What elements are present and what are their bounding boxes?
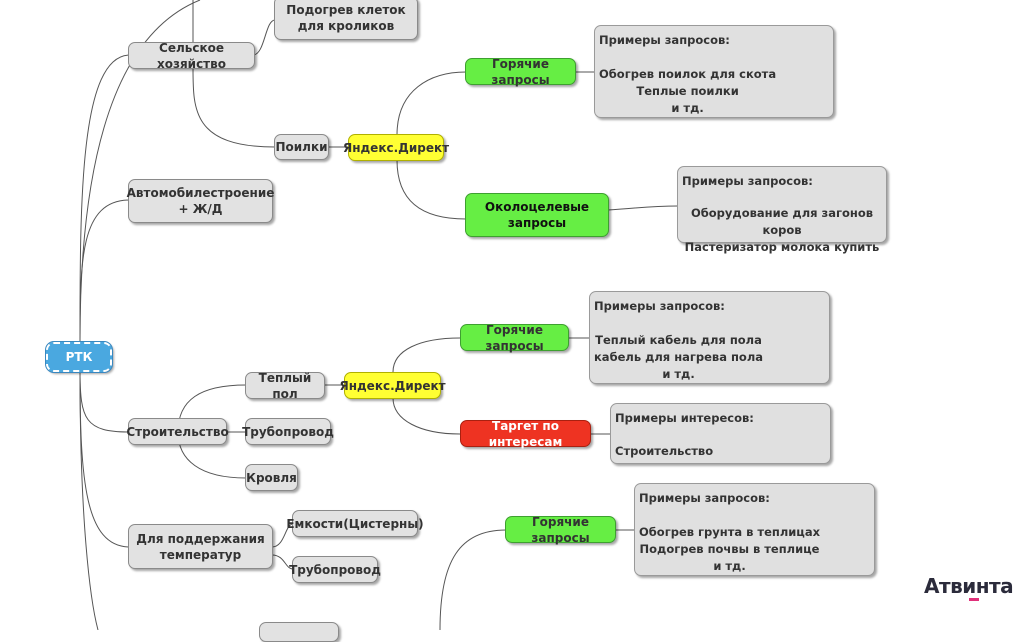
- root-node[interactable]: РТК: [45, 341, 113, 373]
- atvinta-logo: Атвинта: [924, 574, 1036, 601]
- examples-box-2-body: Оборудование для загонов коров Пастериза…: [684, 206, 880, 254]
- yandex-direct-node-1[interactable]: Яндекс.Директ: [343, 134, 449, 161]
- branch-temperature[interactable]: Для поддержания температур: [128, 524, 273, 569]
- examples-box-1-body: Обогрев поилок для скота Теплые поилки и…: [599, 67, 777, 115]
- examples-box-1: Примеры запросов: Обогрев поилок для ско…: [594, 25, 834, 118]
- branch-auto-rail[interactable]: Автомобилестроение + Ж/Д: [127, 179, 274, 223]
- target-interests-node[interactable]: Таргет по интересам: [460, 419, 591, 449]
- examples-box-5-body: Обогрев грунта в теплицах Подогрев почвы…: [639, 525, 821, 573]
- near-target-queries-node[interactable]: Околоцелевые запросы: [465, 193, 609, 237]
- examples-box-4: Примеры интересов: Строительство: [610, 403, 831, 464]
- hot-queries-node-3[interactable]: Горячие запросы: [505, 515, 616, 545]
- branch-tanks[interactable]: Емкости(Цистерны): [286, 510, 424, 537]
- branch-pipeline-1[interactable]: Трубопровод: [242, 418, 334, 445]
- examples-box-4-title: Примеры интересов:: [615, 411, 754, 425]
- branch-agriculture[interactable]: Сельское хозяйство: [128, 41, 255, 71]
- examples-box-5-title: Примеры запросов:: [639, 491, 770, 505]
- logo-accent-bar: [969, 598, 979, 601]
- branch-warm-floor[interactable]: Теплый пол: [245, 371, 325, 401]
- examples-box-1-title: Примеры запросов:: [599, 33, 730, 47]
- examples-box-3: Примеры запросов: Теплый кабель для пола…: [589, 291, 830, 384]
- hot-queries-node-1[interactable]: Горячие запросы: [465, 57, 576, 87]
- examples-box-2-title: Примеры запросов:: [682, 174, 813, 188]
- examples-box-4-body: Строительство: [615, 444, 714, 458]
- examples-box-3-body: Теплый кабель для пола кабель для нагрев…: [594, 333, 764, 381]
- partial-node-bottom: [259, 622, 339, 642]
- branch-rabbit-heating[interactable]: Подогрев клеток для кроликов: [274, 0, 418, 40]
- examples-box-2: Примеры запросов: Оборудование для загон…: [677, 166, 887, 254]
- branch-drinkers[interactable]: Поилки: [274, 134, 329, 160]
- branch-pipeline-2[interactable]: Трубопровод: [289, 556, 381, 583]
- examples-box-5: Примеры запросов: Обогрев грунта в тепли…: [634, 483, 875, 576]
- branch-roofing[interactable]: Кровля: [245, 464, 298, 491]
- yandex-direct-node-2[interactable]: Яндекс.Директ: [339, 372, 446, 399]
- hot-queries-node-2[interactable]: Горячие запросы: [460, 323, 569, 353]
- branch-construction[interactable]: Строительство: [126, 418, 229, 445]
- logo-text: Атвинта: [924, 574, 1014, 598]
- examples-box-3-title: Примеры запросов:: [594, 299, 725, 313]
